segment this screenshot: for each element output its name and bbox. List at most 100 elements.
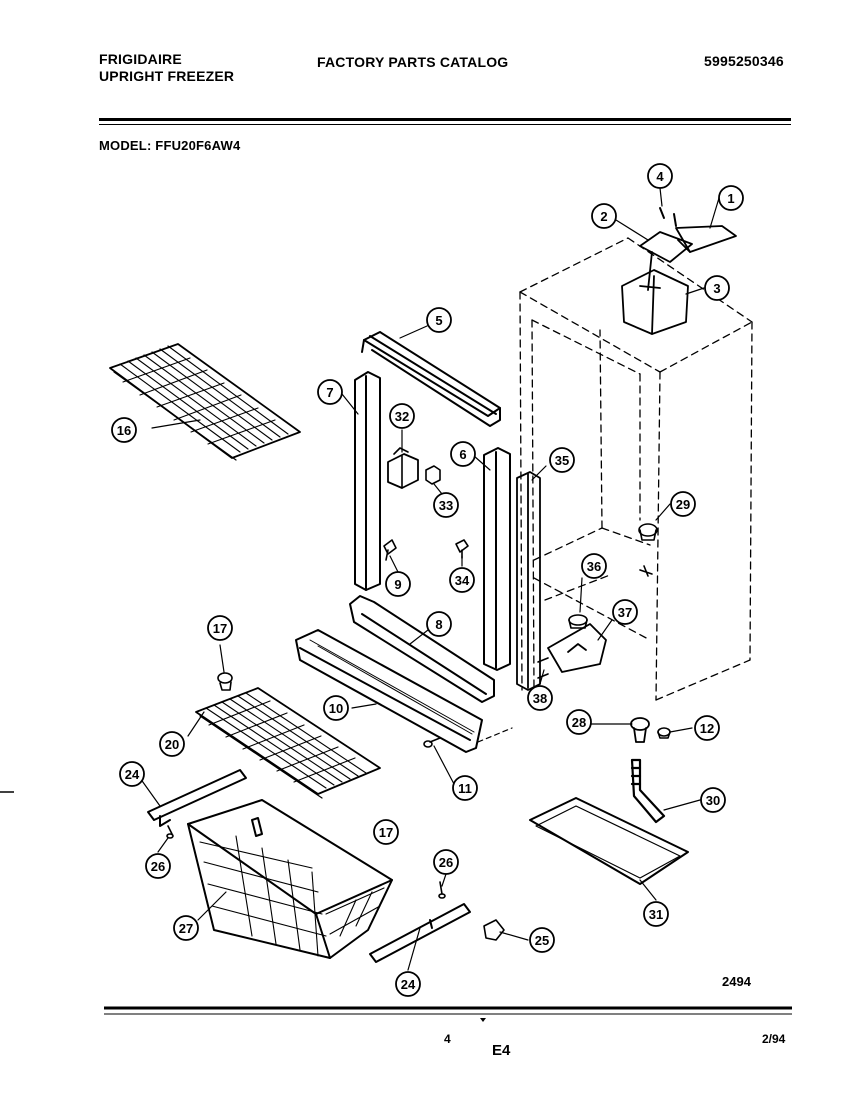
part-7-left-gasket (354, 371, 381, 591)
part-37-drain-bracket (547, 623, 607, 673)
part-20-wire-shelf (195, 687, 381, 799)
callout-11: 11 (452, 775, 478, 801)
page-number: 4 (444, 1032, 451, 1046)
svg-text:31: 31 (649, 907, 663, 922)
callout-1: 1 (718, 185, 744, 211)
part-28-fitting (630, 717, 650, 743)
callout-16: 16 (111, 417, 137, 443)
svg-text:28: 28 (572, 715, 586, 730)
model-number: FFU20F6AW4 (155, 138, 241, 153)
callout-32: 32 (389, 403, 415, 429)
svg-text:1: 1 (727, 191, 734, 206)
callout-2: 2 (591, 203, 617, 229)
callout-5: 5 (426, 307, 452, 333)
svg-text:38: 38 (533, 691, 547, 706)
part-24-rail-upper (147, 769, 247, 827)
part-24-rail-lower (369, 903, 471, 963)
part-5-top-gasket (361, 331, 501, 427)
svg-text:10: 10 (329, 701, 343, 716)
part-10-kickplate (295, 629, 483, 753)
callout-26-lower: 26 (433, 849, 459, 875)
part-38-screw (537, 657, 549, 679)
svg-text:12: 12 (700, 721, 714, 736)
part-1-hinge (675, 225, 737, 253)
svg-text:16: 16 (117, 423, 131, 438)
svg-text:17: 17 (379, 825, 393, 840)
callout-30: 30 (700, 787, 726, 813)
center-mark (480, 1018, 486, 1022)
callout-31: 31 (643, 901, 669, 927)
svg-text:33: 33 (439, 498, 453, 513)
part-4-screw (659, 207, 677, 227)
callout-34: 34 (449, 567, 475, 593)
callout-27: 27 (173, 915, 199, 941)
section-label: E4 (492, 1042, 511, 1059)
part-27-basket (187, 799, 393, 959)
svg-text:5: 5 (435, 313, 442, 328)
callout-17-clip: 17 (207, 615, 233, 641)
callout-20: 20 (159, 731, 185, 757)
print-date: 2/94 (762, 1032, 786, 1046)
svg-text:7: 7 (326, 385, 333, 400)
part-11-screw (423, 737, 441, 748)
part-16-wire-shelf (109, 343, 301, 461)
part-33-bracket (425, 465, 441, 485)
callout-26-upper: 26 (145, 853, 171, 879)
product-type: UPRIGHT FREEZER (99, 68, 235, 84)
callout-12: 12 (694, 715, 720, 741)
header-rule-top (99, 118, 791, 121)
svg-text:24: 24 (125, 767, 140, 782)
svg-text:20: 20 (165, 737, 179, 752)
model-line: MODEL: FFU20F6AW4 (99, 138, 240, 154)
part-8-bottom-gasket (349, 595, 495, 703)
callout-33: 33 (433, 492, 459, 518)
svg-text:4: 4 (656, 169, 664, 184)
part-34-screw (455, 539, 469, 559)
callout-7: 7 (317, 379, 343, 405)
cabinet-outline (519, 237, 753, 701)
callout-28: 28 (566, 709, 592, 735)
svg-text:34: 34 (455, 573, 470, 588)
catalog-number: 5995250346 (704, 53, 784, 69)
svg-text:8: 8 (435, 617, 442, 632)
callout-24-lower: 24 (395, 971, 421, 997)
part-9-screw (383, 539, 397, 561)
callouts: 1 2 3 4 5 6 7 8 9 10 11 12 16 17 17 20 2… (111, 163, 744, 997)
part-32-switch (387, 447, 419, 489)
part-26-screw-upper (166, 825, 174, 839)
svg-text:26: 26 (151, 859, 165, 874)
svg-text:26: 26 (439, 855, 453, 870)
part-3-thermostat (621, 269, 689, 335)
callout-25: 25 (529, 927, 555, 953)
callout-17-basket: 17 (373, 819, 399, 845)
svg-text:32: 32 (395, 409, 409, 424)
svg-text:36: 36 (587, 559, 601, 574)
callout-24-upper: 24 (119, 761, 145, 787)
svg-text:24: 24 (401, 977, 416, 992)
callout-37: 37 (612, 599, 638, 625)
part-26-screw-lower (438, 881, 446, 899)
callout-4: 4 (647, 163, 673, 189)
part-17-clip (217, 672, 233, 691)
svg-text:37: 37 (618, 605, 632, 620)
svg-text:25: 25 (535, 933, 549, 948)
svg-text:9: 9 (394, 577, 401, 592)
svg-text:29: 29 (676, 497, 690, 512)
part-30-drain-hose (630, 758, 666, 824)
part-12-cap (657, 727, 671, 739)
part-29-plug (638, 523, 658, 577)
callout-38: 38 (527, 685, 553, 711)
catalog-title: FACTORY PARTS CATALOG (317, 54, 509, 70)
svg-text:30: 30 (706, 793, 720, 808)
part-25-clip (483, 919, 505, 941)
drawing-number: 2494 (722, 974, 752, 989)
part-35-strip (516, 471, 541, 691)
callout-10: 10 (323, 695, 349, 721)
callout-9: 9 (385, 571, 411, 597)
callout-29: 29 (670, 491, 696, 517)
part-6-right-gasket (483, 447, 511, 671)
callout-6: 6 (450, 441, 476, 467)
svg-text:27: 27 (179, 921, 193, 936)
brand-name: FRIGIDAIRE (99, 51, 182, 67)
